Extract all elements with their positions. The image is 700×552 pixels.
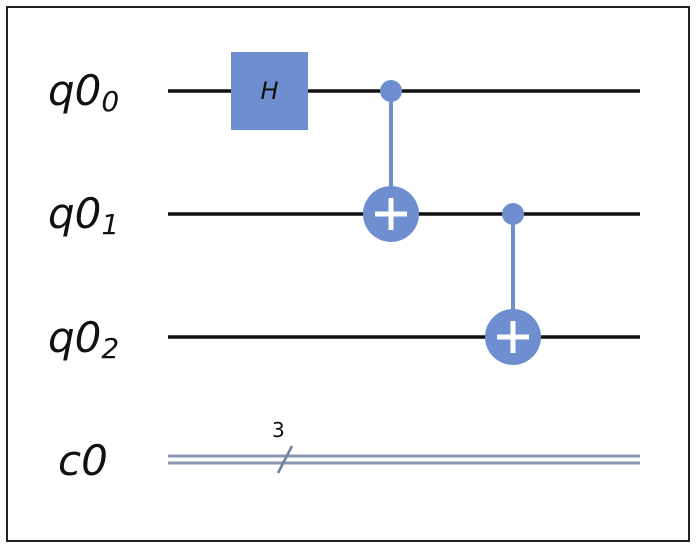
cnot-gate-1	[363, 80, 419, 242]
wire-label-q0-0: q00	[48, 66, 119, 118]
cnot-2-target	[485, 309, 541, 365]
h-gate-label: H	[260, 77, 278, 105]
wire-label-q0-2: q02	[48, 313, 119, 365]
cnot-gate-2	[485, 203, 541, 365]
h-gate-box	[231, 52, 308, 130]
wire-label-c0: c0	[58, 436, 108, 485]
register-bit-count: 3	[272, 418, 285, 442]
cnot-2-control-dot	[502, 203, 524, 225]
cnot-1-control-dot	[380, 80, 402, 102]
cnot-1-target	[363, 186, 419, 242]
register-bundle-slash	[276, 445, 294, 474]
circuit-frame	[6, 6, 690, 542]
h-gate: H	[231, 52, 308, 130]
classical-register-wire	[168, 454, 640, 465]
wire-label-q0-1: q01	[48, 189, 119, 241]
